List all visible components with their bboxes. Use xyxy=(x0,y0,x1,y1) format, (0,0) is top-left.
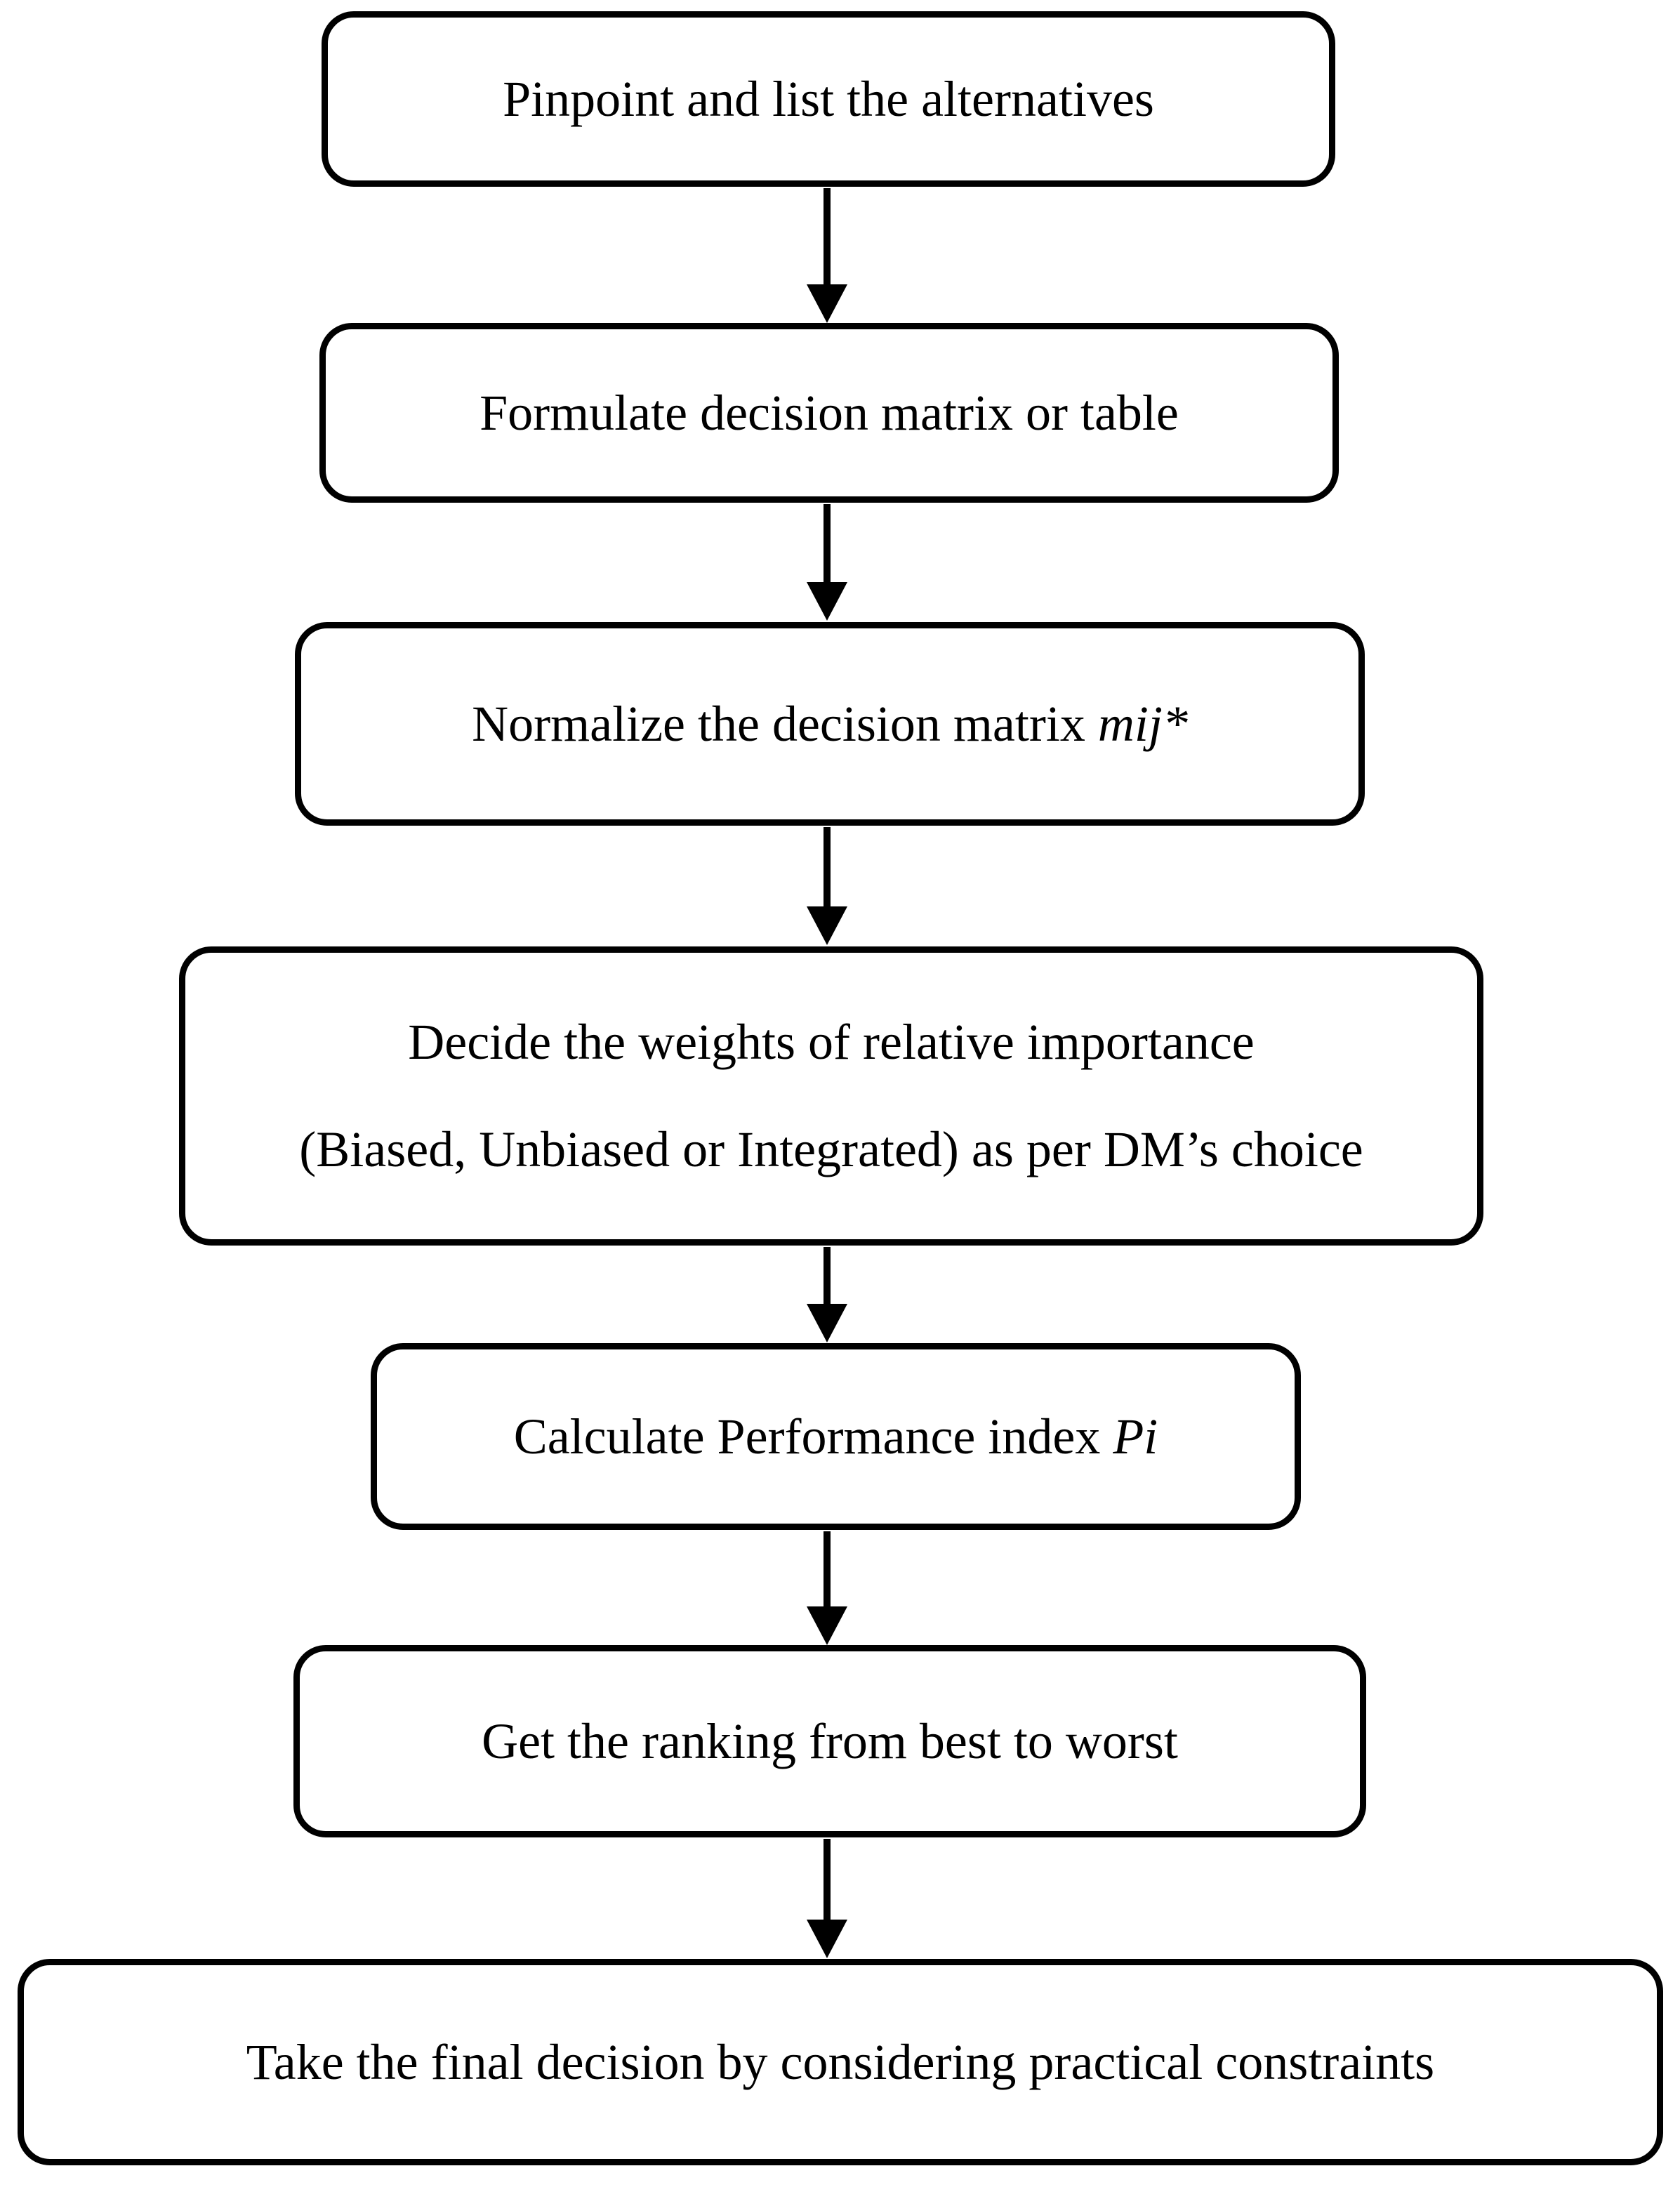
arrow-head-icon xyxy=(807,582,847,621)
arrow-shaft xyxy=(824,1839,831,1920)
step-label-line2: (Biased, Unbiased or Integrated) as per … xyxy=(299,1121,1363,1177)
flow-arrow-4 xyxy=(807,1247,847,1342)
step-label: Take the final decision by considering p… xyxy=(246,2033,1435,2090)
step-label: Calculate Performance index Pi xyxy=(513,1408,1158,1465)
arrow-shaft xyxy=(824,188,831,284)
arrow-shaft xyxy=(824,1531,831,1606)
step-label: Get the ranking from best to worst xyxy=(482,1712,1178,1769)
arrow-head-icon xyxy=(807,1606,847,1645)
flow-arrow-6 xyxy=(807,1839,847,1958)
arrow-head-icon xyxy=(807,284,847,323)
arrow-shaft xyxy=(824,827,831,906)
arrow-head-icon xyxy=(807,1920,847,1958)
step-box-formulate-decision-matrix: Formulate decision matrix or table xyxy=(319,323,1339,503)
flow-arrow-3 xyxy=(807,827,847,945)
step-box-decide-weights: Decide the weights of relative importanc… xyxy=(179,946,1483,1246)
arrow-head-icon xyxy=(807,1304,847,1342)
arrow-shaft xyxy=(824,1247,831,1304)
flow-arrow-1 xyxy=(807,188,847,323)
step-box-final-decision: Take the final decision by considering p… xyxy=(18,1959,1663,2165)
step-label: Pinpoint and list the alternatives xyxy=(503,70,1154,127)
arrow-head-icon xyxy=(807,906,847,945)
flow-arrow-2 xyxy=(807,504,847,621)
step-box-get-ranking: Get the ranking from best to worst xyxy=(293,1645,1366,1837)
step-label-line1: Decide the weights of relative importanc… xyxy=(408,1014,1255,1071)
arrow-shaft xyxy=(824,504,831,582)
step-box-pinpoint-alternatives: Pinpoint and list the alternatives xyxy=(322,11,1335,187)
step-box-normalize-decision-matrix: Normalize the decision matrix mij* xyxy=(295,622,1365,826)
step-label: Formulate decision matrix or table xyxy=(479,384,1179,441)
flow-arrow-5 xyxy=(807,1531,847,1645)
step-box-calculate-performance-index: Calculate Performance index Pi xyxy=(371,1343,1301,1530)
step-label: Normalize the decision matrix mij* xyxy=(472,695,1188,752)
